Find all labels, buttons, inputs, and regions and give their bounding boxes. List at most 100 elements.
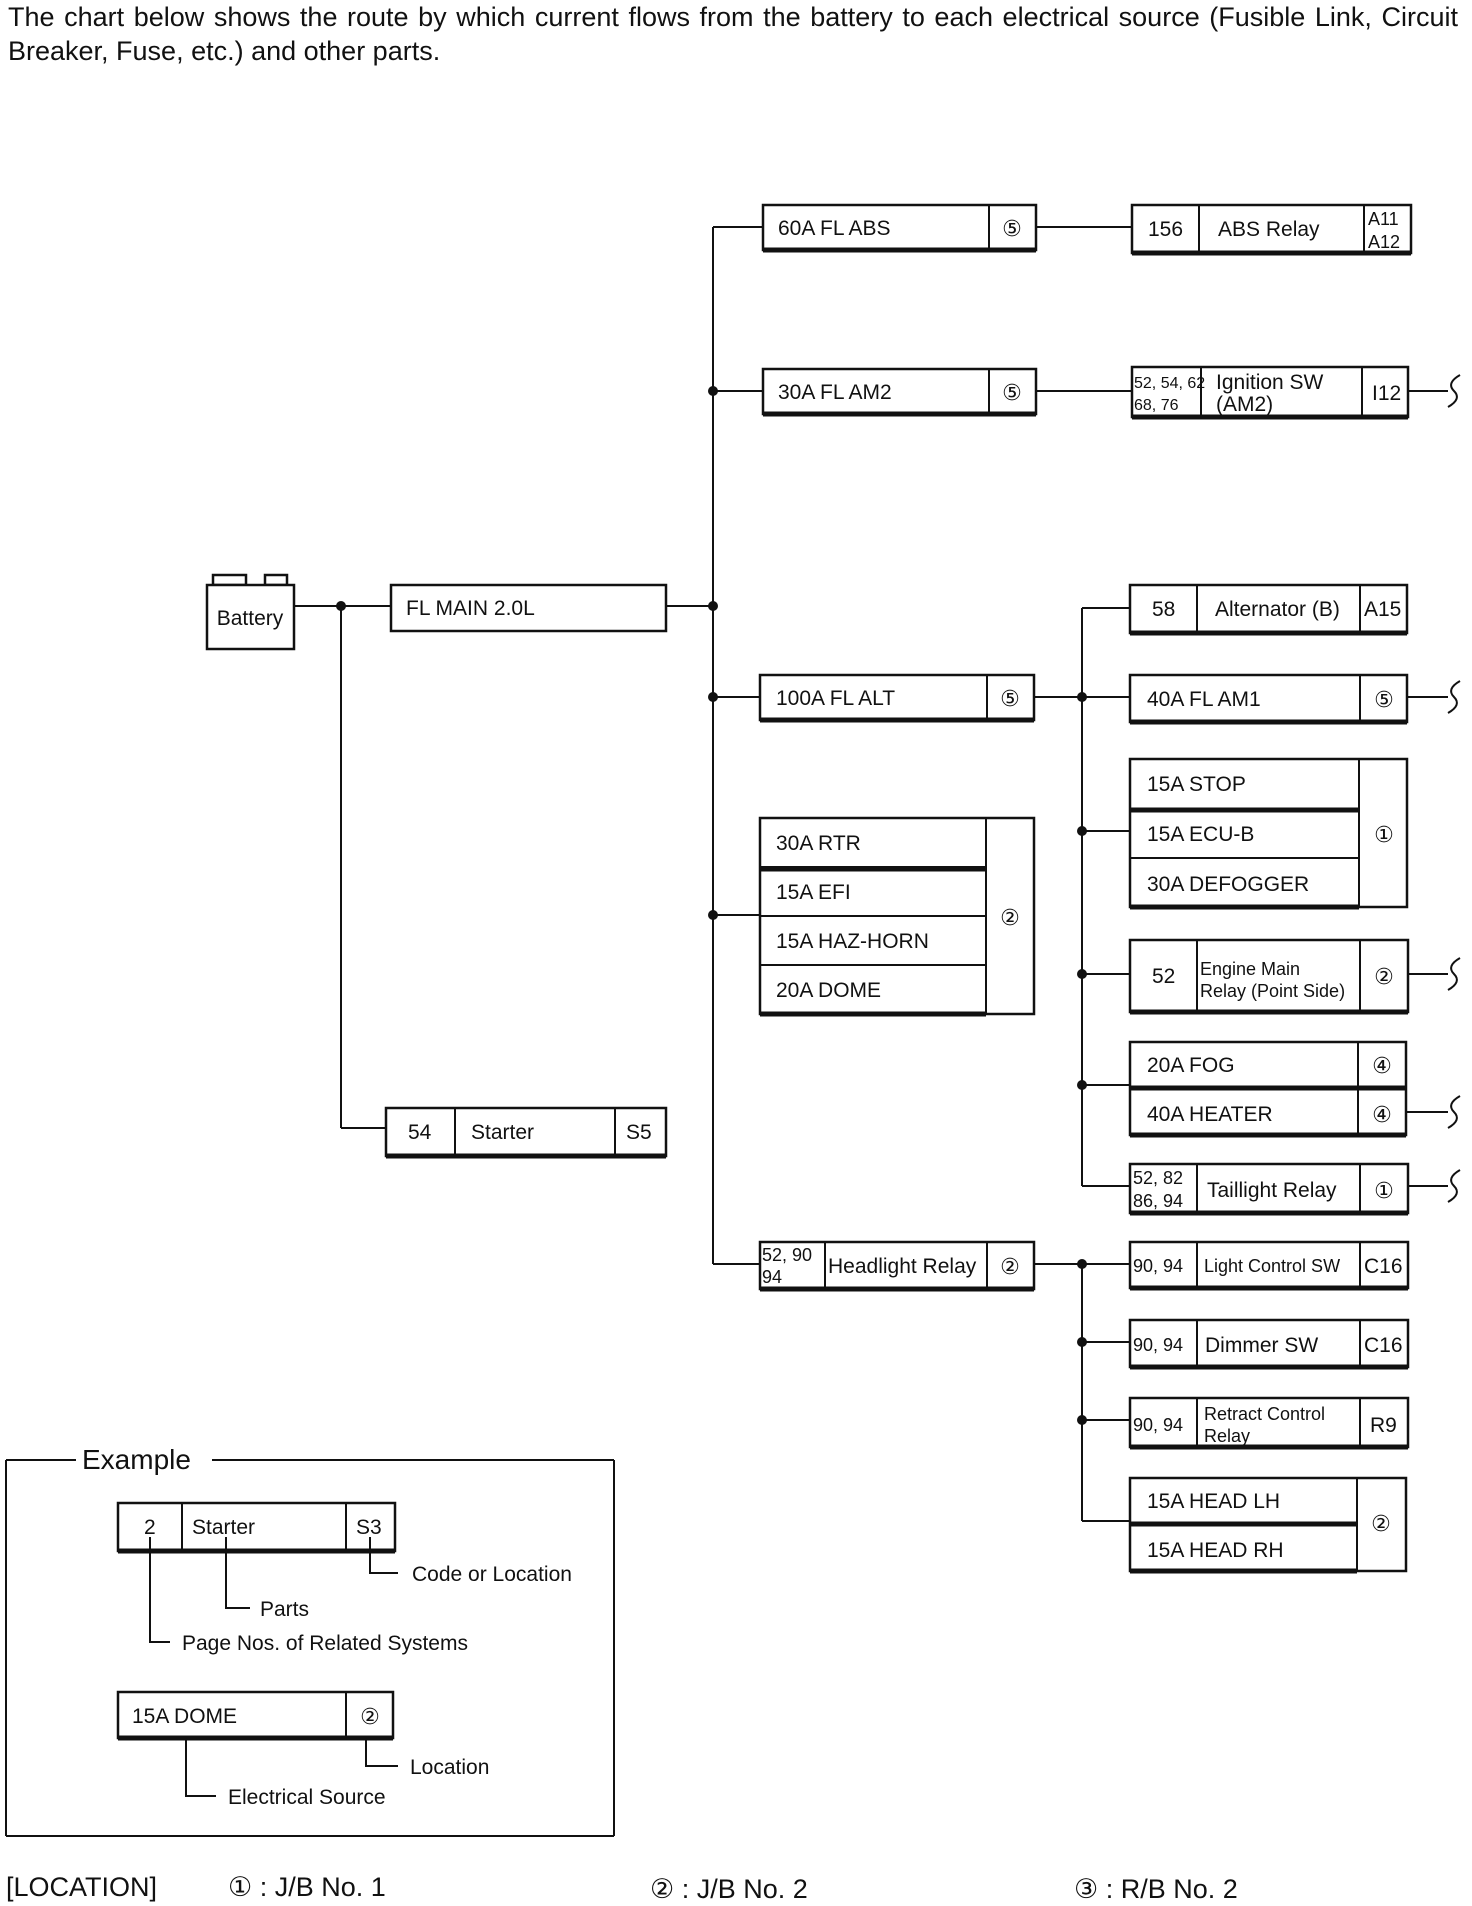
fl-am2-label: 30A FL AM2 bbox=[778, 381, 892, 404]
wiring bbox=[294, 226, 1448, 1522]
fog-loc: ④ bbox=[1372, 1054, 1392, 1079]
light-control-sw-name: Light Control SW bbox=[1204, 1256, 1340, 1276]
fog-heater-group: 20A FOG ④ 40A HEATER ④ bbox=[1128, 1040, 1408, 1138]
ignition-sw-name1: Ignition SW bbox=[1216, 371, 1324, 394]
junction-dots bbox=[336, 386, 1087, 1425]
example-label-source: Electrical Source bbox=[228, 1786, 386, 1809]
jb1-group-loc: ① bbox=[1374, 823, 1394, 848]
fuse-15a-haz-horn: 15A HAZ-HORN bbox=[776, 930, 929, 953]
retract-relay-box: 90, 94 Retract Control Relay R9 bbox=[1128, 1396, 1410, 1450]
retract-relay-name2: Relay bbox=[1204, 1426, 1250, 1446]
taillight-relay-page2: 86, 94 bbox=[1133, 1191, 1183, 1211]
dimmer-sw-code: C16 bbox=[1364, 1334, 1403, 1357]
starter-name: Starter bbox=[471, 1121, 534, 1144]
dimmer-sw-name: Dimmer SW bbox=[1205, 1334, 1318, 1357]
fl-main-box: FL MAIN 2.0L bbox=[389, 583, 668, 633]
abs-relay-code2: A12 bbox=[1368, 232, 1400, 252]
headlight-relay-page1: 52, 90 bbox=[762, 1245, 812, 1265]
starter-code: S5 bbox=[626, 1121, 652, 1144]
headlight-relay-loc: ② bbox=[1000, 1255, 1020, 1280]
ignition-sw-page2: 68, 76 bbox=[1134, 397, 1179, 414]
headlight-relay-box: 52, 90 94 Headlight Relay ② bbox=[758, 1240, 1036, 1292]
fuse-30a-rtr: 30A RTR bbox=[776, 832, 861, 855]
abs-relay-box: 156 ABS Relay A11 A12 bbox=[1130, 203, 1413, 256]
fuse-20a-fog: 20A FOG bbox=[1147, 1054, 1235, 1077]
retract-relay-page: 90, 94 bbox=[1133, 1415, 1183, 1435]
fuse-15a-head-rh: 15A HEAD RH bbox=[1147, 1539, 1284, 1562]
fuse-15a-efi: 15A EFI bbox=[776, 881, 851, 904]
example-label-location: Location bbox=[410, 1756, 489, 1779]
engine-main-relay-name1: Engine Main bbox=[1200, 959, 1300, 979]
alternator-page: 58 bbox=[1152, 598, 1175, 621]
alternator-box: 58 Alternator (B) A15 bbox=[1128, 583, 1409, 636]
battery-box: Battery bbox=[205, 573, 296, 651]
fl-am1-label: 40A FL AM1 bbox=[1147, 688, 1261, 711]
legend-item-jb2: ② : J/B No. 2 bbox=[650, 1874, 808, 1904]
example-code: S3 bbox=[356, 1516, 382, 1539]
jb2-group-loc: ② bbox=[1000, 906, 1020, 931]
fuse-15a-stop: 15A STOP bbox=[1147, 773, 1246, 796]
fuse-15a-ecu-b: 15A ECU-B bbox=[1147, 823, 1254, 846]
retract-relay-name1: Retract Control bbox=[1204, 1404, 1325, 1424]
abs-relay-name: ABS Relay bbox=[1218, 218, 1320, 241]
alternator-code: A15 bbox=[1364, 598, 1401, 621]
example-source-name: 15A DOME bbox=[132, 1705, 237, 1728]
taillight-relay-loc: ① bbox=[1374, 1179, 1394, 1204]
continuation-marks bbox=[1447, 374, 1461, 1203]
light-control-sw-code: C16 bbox=[1364, 1255, 1403, 1278]
abs-relay-page: 156 bbox=[1148, 218, 1183, 241]
fl-abs-loc: ⑤ bbox=[1002, 217, 1022, 242]
head-group-loc: ② bbox=[1371, 1512, 1391, 1537]
fl-alt-loc: ⑤ bbox=[1000, 687, 1020, 712]
location-legend: [LOCATION] ① : J/B No. 1 ② : J/B No. 2 ③… bbox=[6, 1872, 1238, 1904]
taillight-relay-page1: 52, 82 bbox=[1133, 1168, 1183, 1188]
headlight-relay-page2: 94 bbox=[762, 1267, 782, 1287]
example-name: Starter bbox=[192, 1516, 255, 1539]
light-control-sw-box: 90, 94 Light Control SW C16 bbox=[1128, 1240, 1410, 1291]
ignition-sw-code: I12 bbox=[1372, 382, 1401, 405]
example-label-pages: Page Nos. of Related Systems bbox=[182, 1632, 468, 1655]
example-page: 2 bbox=[144, 1516, 156, 1539]
example-panel: Example 2 Starter S3 Code or Location Pa… bbox=[5, 1444, 615, 1837]
fl-am2-box: 30A FL AM2 ⑤ bbox=[761, 367, 1038, 417]
example-source-loc: ② bbox=[360, 1705, 380, 1730]
fl-abs-label: 60A FL ABS bbox=[778, 217, 890, 240]
starter-box: 54 Starter S5 bbox=[384, 1106, 668, 1159]
retract-relay-code: R9 bbox=[1370, 1414, 1397, 1437]
fuse-30a-defogger: 30A DEFOGGER bbox=[1147, 873, 1309, 896]
fl-am2-loc: ⑤ bbox=[1002, 381, 1022, 406]
engine-main-relay-box: 52 Engine Main Relay (Point Side) ② bbox=[1128, 938, 1410, 1015]
taillight-relay-name: Taillight Relay bbox=[1207, 1179, 1337, 1202]
fuse-20a-dome: 20A DOME bbox=[776, 979, 881, 1002]
fl-am1-loc: ⑤ bbox=[1374, 688, 1394, 713]
example-title: Example bbox=[82, 1444, 191, 1475]
engine-main-relay-page: 52 bbox=[1152, 965, 1175, 988]
jb2-fuse-group: 30A RTR 15A EFI 15A HAZ-HORN 20A DOME ② bbox=[758, 816, 1036, 1017]
jb1-fuse-group: 15A STOP 15A ECU-B 30A DEFOGGER ① bbox=[1128, 757, 1409, 910]
taillight-relay-box: 52, 82 86, 94 Taillight Relay ① bbox=[1128, 1162, 1410, 1216]
headlight-relay-name: Headlight Relay bbox=[828, 1255, 977, 1278]
fl-abs-box: 60A FL ABS ⑤ bbox=[761, 203, 1038, 253]
engine-main-relay-name2: Relay (Point Side) bbox=[1200, 981, 1345, 1001]
dimmer-sw-box: 90, 94 Dimmer SW C16 bbox=[1128, 1318, 1410, 1370]
head-fuse-group: 15A HEAD LH 15A HEAD RH ② bbox=[1128, 1476, 1408, 1574]
fuse-15a-head-lh: 15A HEAD LH bbox=[1147, 1490, 1280, 1513]
legend-title: [LOCATION] bbox=[6, 1872, 157, 1902]
dimmer-sw-page: 90, 94 bbox=[1133, 1335, 1183, 1355]
example-label-code: Code or Location bbox=[412, 1563, 572, 1586]
ignition-sw-box: 52, 54, 62 68, 76 Ignition SW (AM2) I12 bbox=[1130, 365, 1410, 420]
starter-page: 54 bbox=[408, 1121, 432, 1144]
engine-main-relay-loc: ② bbox=[1374, 965, 1394, 990]
example-label-parts: Parts bbox=[260, 1598, 309, 1621]
light-control-sw-page: 90, 94 bbox=[1133, 1256, 1183, 1276]
legend-item-rb2: ③ : R/B No. 2 bbox=[1074, 1874, 1238, 1904]
fuse-40a-heater: 40A HEATER bbox=[1147, 1103, 1273, 1126]
intro-text: The chart below shows the route by which… bbox=[8, 2, 1458, 66]
ignition-sw-page1: 52, 54, 62 bbox=[1134, 375, 1205, 392]
fl-am1-box: 40A FL AM1 ⑤ bbox=[1128, 673, 1409, 725]
fl-alt-box: 100A FL ALT ⑤ bbox=[758, 673, 1036, 723]
abs-relay-code1: A11 bbox=[1368, 209, 1399, 229]
legend-item-jb1: ① : J/B No. 1 bbox=[228, 1872, 386, 1902]
fl-main-label: FL MAIN 2.0L bbox=[406, 597, 535, 620]
